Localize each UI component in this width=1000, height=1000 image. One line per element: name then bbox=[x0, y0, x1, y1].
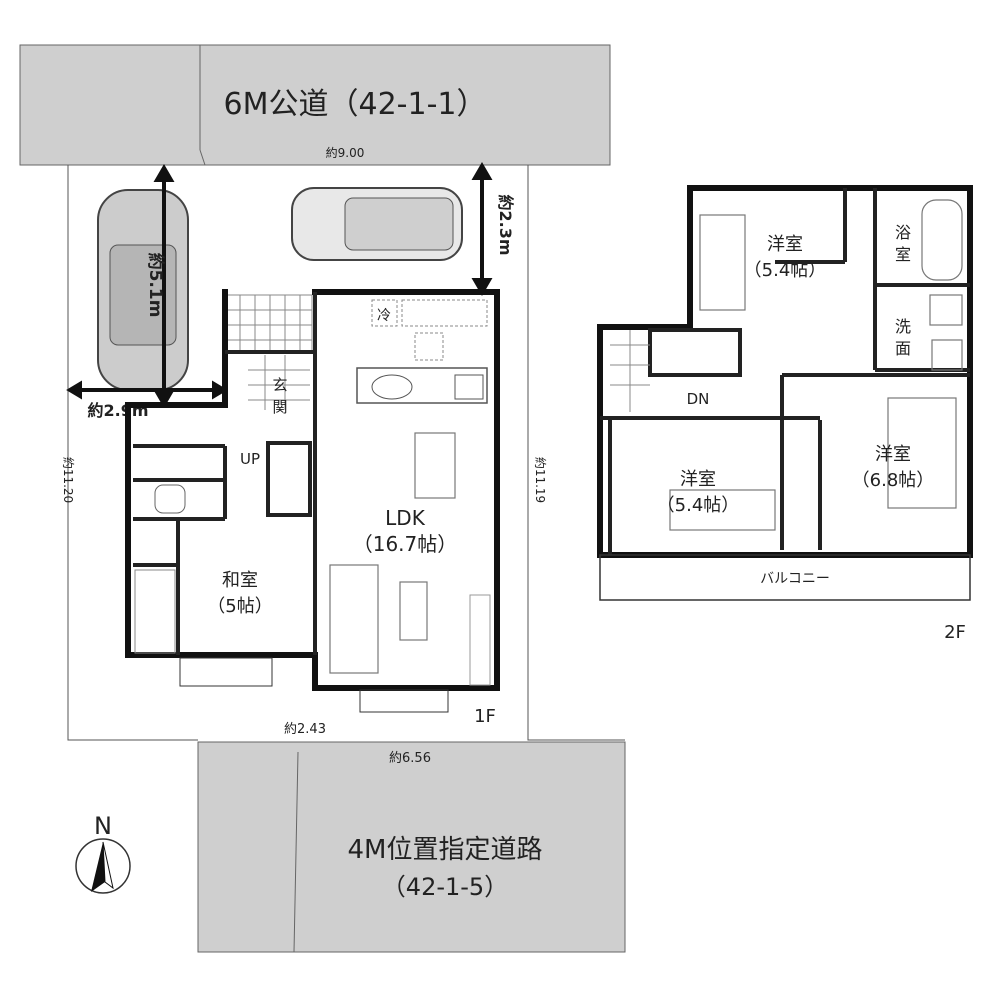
stairs-up-label: UP bbox=[240, 450, 260, 468]
left-depth-label: 約11.20 bbox=[61, 457, 76, 503]
room-c-label: 洋室 bbox=[875, 444, 911, 465]
ldk-size-label: （16.7帖） bbox=[353, 532, 458, 556]
room-a-label: 洋室 bbox=[767, 234, 803, 255]
genkan-label-1: 玄 bbox=[272, 376, 287, 394]
top-frontage-label: 約9.00 bbox=[326, 145, 365, 160]
north-compass: N bbox=[75, 812, 131, 894]
ldk-label: LDK bbox=[385, 506, 426, 530]
washitsu-label: 和室 bbox=[222, 570, 258, 591]
genkan-label-2: 関 bbox=[272, 398, 287, 416]
bath-label-1: 浴 bbox=[895, 223, 911, 242]
floor1-label: 1F bbox=[474, 706, 496, 727]
bath-label-2: 室 bbox=[895, 245, 911, 264]
stairs-down-label: DN bbox=[687, 390, 710, 408]
right-depth-label: 約11.19 bbox=[533, 457, 548, 503]
wash-label-1: 洗 bbox=[895, 317, 911, 336]
parking-dimension-arrows bbox=[66, 162, 493, 408]
top-road: 6M公道（42-1-1） bbox=[19, 44, 611, 166]
room-b-label: 洋室 bbox=[680, 469, 716, 490]
floor2-label: 2F bbox=[944, 622, 966, 643]
room-b-size-label: （5.4帖） bbox=[657, 495, 740, 516]
top-road-label: 6M公道（42-1-1） bbox=[224, 87, 487, 122]
north-arrow-icon bbox=[91, 842, 105, 892]
bottom-road-label-1: 4M位置指定道路 bbox=[348, 835, 543, 865]
room-c-size-label: （6.8帖） bbox=[852, 470, 935, 491]
room-a-size-label: （5.4帖） bbox=[744, 260, 827, 281]
parking-length-label: 約5.1m bbox=[145, 253, 166, 318]
floor2-plan: 洋室 （5.4帖） 浴 室 洗 面 DN 洋室 （5.4帖） 洋室 （6.8帖）… bbox=[597, 185, 973, 601]
balcony-label: バルコニー bbox=[760, 571, 830, 587]
floor1-plan: UP 玄 関 冷 LDK （16.7帖） 和室 （5帖） bbox=[125, 289, 500, 713]
fridge-label: 冷 bbox=[377, 308, 391, 324]
car-icon-vertical bbox=[97, 189, 189, 391]
wash-label-2: 面 bbox=[895, 339, 911, 358]
bottom-left-label: 約2.43 bbox=[284, 722, 326, 737]
bottom-road-label-2: （42-1-5） bbox=[382, 873, 508, 901]
lot-boundary bbox=[67, 165, 625, 741]
car-icon-horizontal bbox=[291, 187, 463, 261]
washitsu-size-label: （5帖） bbox=[207, 596, 272, 617]
north-label: N bbox=[94, 812, 112, 840]
bottom-road: 4M位置指定道路 （42-1-5） bbox=[197, 741, 626, 953]
bottom-frontage-label: 約6.56 bbox=[389, 751, 431, 766]
setback-label: 約2.3m bbox=[496, 194, 515, 255]
